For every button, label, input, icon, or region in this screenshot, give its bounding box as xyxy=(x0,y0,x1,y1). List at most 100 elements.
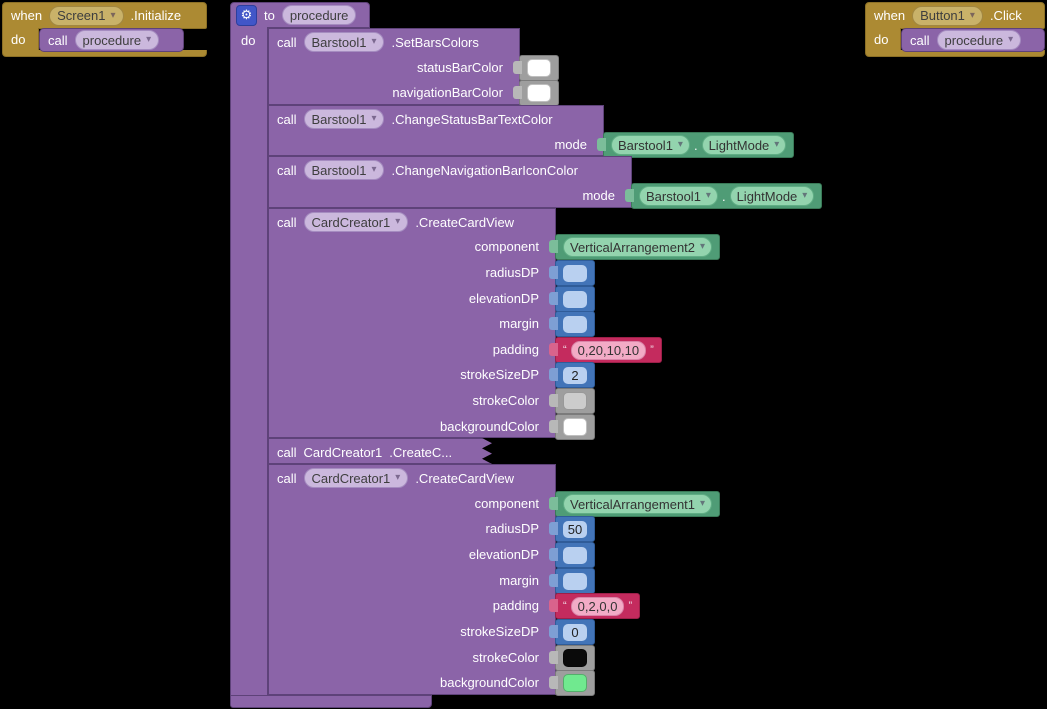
color-value-block[interactable] xyxy=(549,414,595,440)
connector-tab xyxy=(549,522,558,535)
component-dropdown-text: VerticalArrangement1 xyxy=(570,496,696,512)
chevron-down-icon: ▾ xyxy=(705,190,711,201)
color-swatch[interactable] xyxy=(563,674,587,692)
number-field[interactable] xyxy=(563,546,587,564)
procedure-dropdown[interactable]: procedure ▾ xyxy=(936,30,1022,50)
call-procedure-block[interactable]: call procedure ▾ xyxy=(901,28,1045,52)
number-value-block[interactable]: 2 xyxy=(549,362,595,388)
connector-tab xyxy=(625,189,634,202)
component-value-block[interactable]: VerticalArrangement1▾ xyxy=(549,491,721,517)
param-label-radiusDP: radiusDP xyxy=(485,521,539,536)
param-label-statusBarColor: statusBarColor xyxy=(417,59,503,75)
call-component-dropdown[interactable]: Barstool1▾ xyxy=(303,160,385,180)
number-field[interactable]: 50 xyxy=(563,520,587,538)
number-value-block[interactable] xyxy=(549,542,595,568)
number-value-block[interactable] xyxy=(549,286,595,312)
when-screen1-initialize-block[interactable]: when Screen1 ▾ .Initialize do call proce… xyxy=(2,2,207,57)
call-label: call xyxy=(910,32,930,48)
helper-component-dropdown[interactable]: Barstool1▾ xyxy=(611,135,690,155)
procedure-name: procedure xyxy=(944,32,1004,48)
connector-tab xyxy=(549,625,558,638)
procedure-definition-header[interactable]: ⚙ to procedure xyxy=(230,2,370,28)
number-field[interactable] xyxy=(563,264,587,282)
call-component-dropdown[interactable]: Barstool1 ▾ xyxy=(303,109,385,129)
number-value-block[interactable] xyxy=(549,311,595,337)
when-button1-click-block[interactable]: when Button1 ▾ .Click do call procedure … xyxy=(865,2,1045,57)
connector-tab xyxy=(549,548,558,561)
text-field[interactable]: 0,2,0,0 xyxy=(570,596,625,616)
number-value-block[interactable]: 50 xyxy=(549,516,595,542)
color-value-block[interactable] xyxy=(549,645,595,671)
text-field[interactable]: 0,20,10,10 xyxy=(570,340,647,360)
screen-component-name: Screen1 xyxy=(57,8,106,23)
chevron-down-icon: ▾ xyxy=(110,9,116,21)
gear-icon[interactable]: ⚙ xyxy=(236,4,257,26)
helper-value-block[interactable]: Barstool1▾.LightMode▾ xyxy=(625,183,823,209)
call-component-dropdown-text: Barstool1 xyxy=(311,111,367,127)
helper-value-block[interactable]: Barstool1▾.LightMode▾ xyxy=(597,132,795,158)
number-field[interactable] xyxy=(563,572,587,590)
component-dropdown[interactable]: VerticalArrangement2▾ xyxy=(563,237,713,257)
helper-component-dropdown-text: Barstool1 xyxy=(646,188,701,204)
number-field[interactable]: 0 xyxy=(563,623,587,641)
procedure-name-field[interactable]: procedure xyxy=(281,5,357,25)
param-label-strokeColor: strokeColor xyxy=(472,393,539,408)
chevron-down-icon: ▾ xyxy=(802,190,808,201)
number-field[interactable]: 2 xyxy=(563,366,587,384)
helper-option-dropdown[interactable]: LightMode▾ xyxy=(729,186,815,206)
color-swatch[interactable] xyxy=(527,59,551,77)
call-procedure-block[interactable]: call procedure ▾ xyxy=(39,28,184,52)
color-swatch[interactable] xyxy=(563,418,587,436)
helper-component-dropdown-text: Barstool1 xyxy=(618,137,673,153)
call-component-dropdown[interactable]: Barstool1▾ xyxy=(303,32,385,52)
chevron-down-icon: ▾ xyxy=(146,34,152,45)
color-value-block[interactable] xyxy=(513,55,559,81)
number-field[interactable] xyxy=(563,315,587,333)
number-field[interactable] xyxy=(563,290,587,308)
call-component-dropdown[interactable]: CardCreator1▾ xyxy=(303,468,409,488)
color-swatch[interactable] xyxy=(563,392,587,410)
call-component-dropdown[interactable]: CardCreator1▾ xyxy=(303,212,409,232)
color-value-block[interactable] xyxy=(549,670,595,696)
param-label-navigationBarColor: navigationBarColor xyxy=(392,85,503,100)
procedure-dropdown[interactable]: procedure ▾ xyxy=(74,30,160,50)
do-label: do xyxy=(241,33,256,48)
helper-component-dropdown[interactable]: Barstool1 ▾ xyxy=(639,186,718,206)
open-quote-label: “ xyxy=(563,600,567,612)
color-swatch[interactable] xyxy=(563,649,587,667)
button-component-dropdown[interactable]: Button1 ▾ xyxy=(912,5,983,26)
text-value-block[interactable]: “0,20,10,10” xyxy=(549,337,662,363)
connector-tab xyxy=(549,292,558,305)
event-block-header[interactable]: when Button1 ▾ .Click xyxy=(865,2,1045,29)
connector-tab xyxy=(549,420,558,433)
component-dropdown[interactable]: VerticalArrangement1▾ xyxy=(563,494,713,514)
screen-component-dropdown[interactable]: Screen1 ▾ xyxy=(49,5,124,26)
color-value-block[interactable] xyxy=(513,80,559,106)
number-value-block[interactable] xyxy=(549,260,595,286)
event-block-header[interactable]: when Screen1 ▾ .Initialize xyxy=(2,2,207,29)
chevron-down-icon: ▾ xyxy=(371,113,377,124)
helper-option-dropdown[interactable]: LightMode▾ xyxy=(701,135,787,155)
text-value-block[interactable]: “0,2,0,0” xyxy=(549,593,641,619)
procedure-do-column: do xyxy=(230,27,268,696)
component-value-block[interactable]: VerticalArrangement2▾ xyxy=(549,234,721,260)
number-value-block[interactable]: 0 xyxy=(549,619,595,645)
connector-tab xyxy=(549,368,558,381)
open-quote-label: “ xyxy=(563,344,567,356)
number-value-block[interactable] xyxy=(549,568,595,594)
chevron-down-icon: ▾ xyxy=(371,164,377,175)
color-value-block[interactable] xyxy=(549,388,595,414)
color-swatch[interactable] xyxy=(527,84,551,102)
